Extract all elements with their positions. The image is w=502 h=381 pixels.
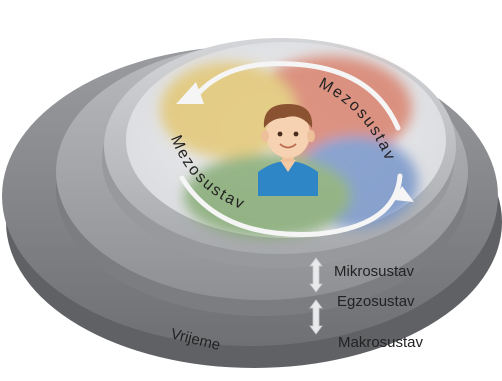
ring-arrowhead-left: [176, 82, 204, 104]
microsystem-label: Mikrosustav: [334, 263, 415, 280]
cycle-arrow-ring: [176, 61, 414, 238]
ring-arrowhead-right: [394, 186, 414, 202]
ring-arc-bottom: [179, 173, 403, 238]
child-avatar-icon: [258, 104, 318, 196]
exosystem-label: Egzosustav: [337, 293, 415, 310]
macrosystem-label: Makrosustav: [338, 334, 424, 351]
ring-arc-top: [193, 61, 401, 131]
double-arrow-icon: [309, 257, 323, 335]
